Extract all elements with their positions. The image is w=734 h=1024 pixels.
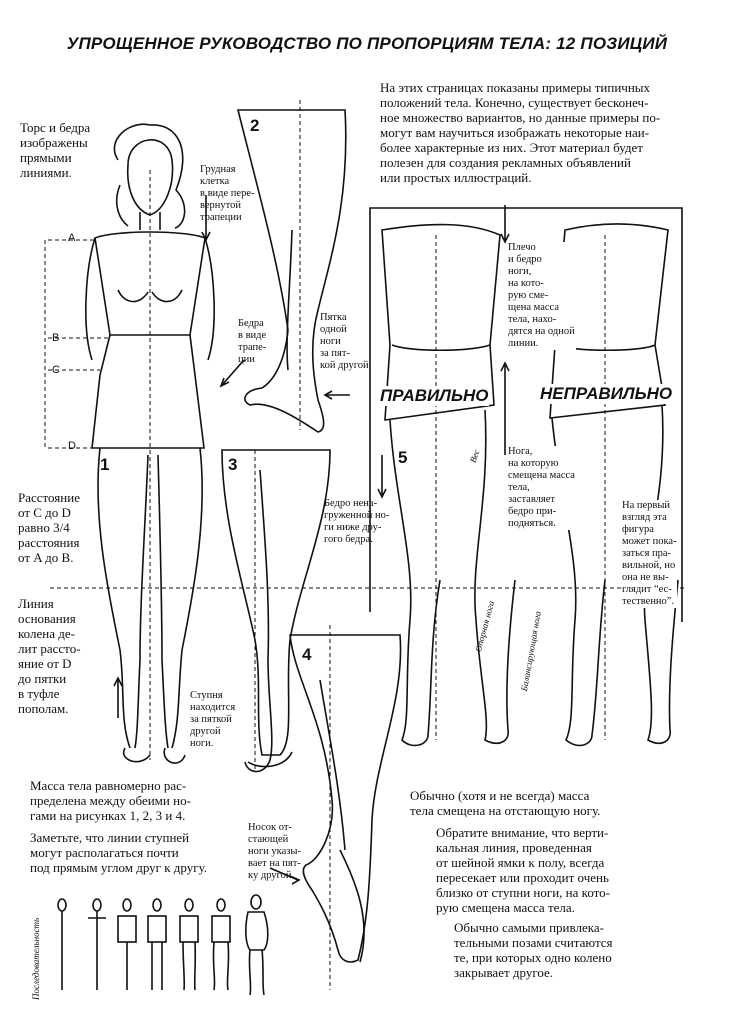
page-title: УПРОЩЕННОЕ РУКОВОДСТВО ПО ПРОПОРЦИЯМ ТЕЛ… xyxy=(66,34,668,53)
note-wrong: На первый взгляд эта фигура может пока- … xyxy=(622,500,677,608)
figure-4-drawing xyxy=(289,625,402,990)
proportion-marker-lines xyxy=(48,239,684,589)
note-poses: Обычно самыми привлека- тельными позами … xyxy=(454,920,613,980)
note-hips: Бедра в виде трапе- ции xyxy=(238,318,267,365)
note-ribcage: Грудная клетка в виде пере- вернутой тра… xyxy=(200,164,255,223)
note-leg: Нога, на которую смещена масса тела, зас… xyxy=(508,446,575,530)
note-mass-even: Масса тела равномерно рас- пределена меж… xyxy=(30,778,191,823)
intro-paragraph: На этих страницах показаны примеры типич… xyxy=(380,80,661,185)
note-mass-back: Обычно (хотя и не всегда) масса тела сме… xyxy=(410,788,601,818)
figure-number-2: 2 xyxy=(250,116,260,135)
figure-3-drawing xyxy=(221,449,331,773)
annotation-arrows xyxy=(113,195,510,885)
marker-c: C xyxy=(52,364,60,376)
marker-b: B xyxy=(52,332,60,344)
figure-number-4: 4 xyxy=(302,645,312,664)
note-distance: Расстояние от C до D равно 3/4 расстояни… xyxy=(18,490,80,565)
note-shoulder: Плечо и бедро ноги, на кото- рую сме- ще… xyxy=(508,242,576,350)
label-sequence: Последовательность xyxy=(31,917,41,1000)
figure-number-3: 3 xyxy=(228,455,238,474)
note-foot: Ступня находится за пяткой другой ноги. xyxy=(190,690,236,749)
note-heel: Пятка одной ноги за пят- кой другой xyxy=(320,312,369,371)
note-thigh: Бедро нена- груженной но- ги ниже дру- г… xyxy=(324,498,390,545)
note-torso: Торс и бедра изображены прямыми линиями. xyxy=(20,120,91,180)
figure-2-drawing xyxy=(236,100,347,433)
figure-1-drawing xyxy=(44,123,215,764)
note-feet-angle: Заметьте, что линии ступней могут распол… xyxy=(30,830,208,875)
label-right: ПРАВИЛЬНО xyxy=(380,386,489,406)
label-wrong: НЕПРАВИЛЬНО xyxy=(540,384,673,404)
marker-a: A xyxy=(68,232,76,244)
note-toe: Носок от- стающей ноги указы- вает на пя… xyxy=(248,822,301,881)
note-vertical: Обратите внимание, что верти- кальная ли… xyxy=(436,825,610,915)
note-knee: Линия основания колена де- лит рассто- я… xyxy=(18,596,81,716)
figure-number-5: 5 xyxy=(398,448,408,467)
marker-d: D xyxy=(68,440,76,452)
sequence-sketches xyxy=(57,894,269,996)
figure-number-1: 1 xyxy=(100,455,110,474)
